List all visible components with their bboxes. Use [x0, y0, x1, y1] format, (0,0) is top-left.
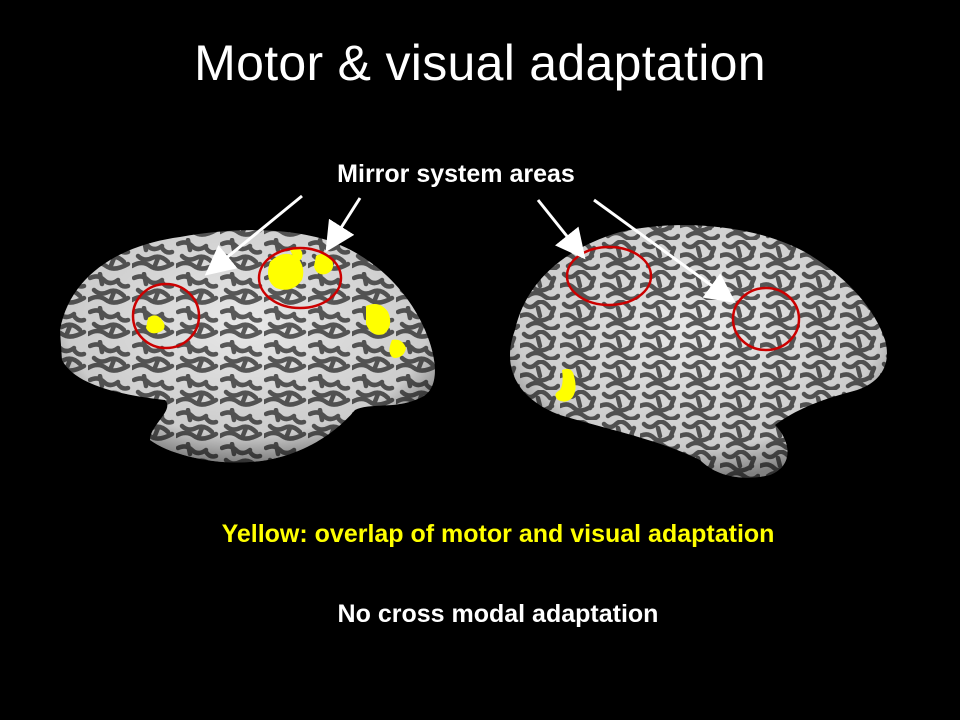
brain-right-hemisphere-image — [510, 225, 887, 478]
arrow — [204, 194, 303, 276]
arrow — [536, 199, 586, 260]
mirror-area-circle — [131, 282, 201, 350]
mirror-system-label: Mirror system areas — [337, 160, 575, 188]
brain-left-hemisphere-image — [60, 230, 435, 463]
slide-title: Motor & visual adaptation — [194, 35, 766, 91]
arrow — [325, 197, 362, 253]
arrow — [593, 198, 736, 304]
mirror-area-circle — [565, 245, 653, 307]
crossmodal-caption: No cross modal adaptation — [337, 600, 659, 628]
mirror-area-circle — [257, 246, 343, 310]
overlap-caption: Yellow: overlap of motor and visual adap… — [221, 520, 775, 548]
mirror-arrows — [204, 194, 736, 304]
mirror-area-circle — [731, 286, 801, 352]
